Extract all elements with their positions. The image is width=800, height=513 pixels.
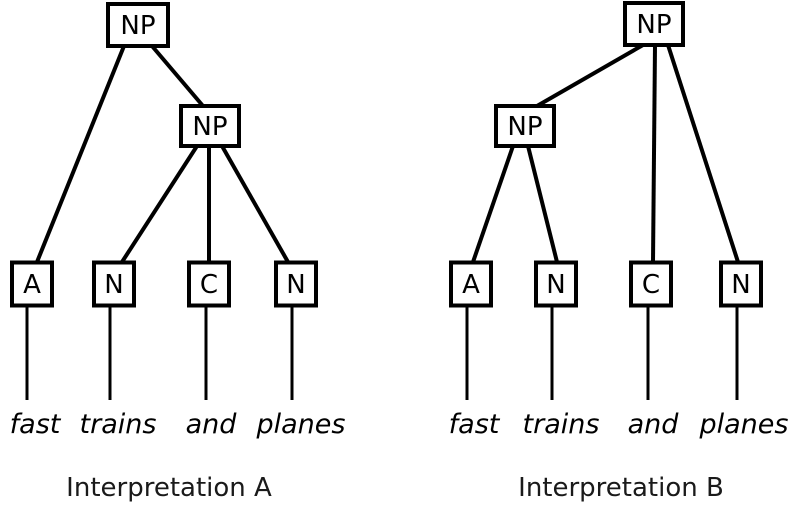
node-box-a-np-root [106,2,170,48]
node-box-a-pos-3 [187,260,231,308]
node-box-b-np-inner [494,104,556,148]
word-label-fast: fast [449,409,501,440]
branch-b-np-root-to-b-np-inner [536,43,644,108]
node-box-b-pos-4 [719,260,763,308]
node-box-b-pos-1 [449,260,493,308]
node-b-pos-4[interactable]: N [719,260,763,308]
node-label-b-pos-2: N [546,270,565,300]
word-label-fast: fast [10,409,62,440]
caption-interpretation-b: Interpretation B [518,473,724,503]
word-label-trains: trains [523,409,600,440]
node-label-a-pos-3: C [200,270,218,300]
word-label-and: and [186,409,238,440]
node-b-np-inner[interactable]: NP [494,104,556,148]
node-box-a-pos-1 [10,260,54,308]
node-box-a-pos-2 [92,260,136,308]
word-label-trains: trains [80,409,157,440]
node-a-pos-4[interactable]: N [274,260,318,308]
branch-a-np-inner-to-a-pos-2 [120,144,199,264]
node-a-pos-3[interactable]: C [187,260,231,308]
node-b-pos-2[interactable]: N [534,260,578,308]
branch-b-np-root-to-b-pos-3 [651,44,657,263]
node-label-a-np-root: NP [120,11,155,41]
node-a-np-inner[interactable]: NP [179,104,241,148]
node-box-a-np-inner [179,104,241,148]
node-b-pos-3[interactable]: C [629,260,673,308]
node-box-b-pos-3 [629,260,673,308]
node-label-b-pos-3: C [642,270,660,300]
node-label-b-np-root: NP [636,10,671,40]
branch-a-np-root-to-a-np-inner [150,44,205,108]
branch-b-np-inner-to-b-pos-2 [526,145,559,263]
node-box-b-pos-2 [534,260,578,308]
node-box-a-pos-4 [274,260,318,308]
node-b-pos-1[interactable]: A [449,260,493,308]
node-label-a-np-inner: NP [192,112,227,142]
node-a-pos-1[interactable]: A [10,260,54,308]
word-label-planes: planes [256,409,346,440]
node-box-b-np-root [623,1,685,47]
branch-b-np-inner-to-b-pos-1 [471,145,515,263]
caption-interpretation-a: Interpretation A [66,473,272,503]
branch-b-np-root-to-b-pos-4 [666,44,740,263]
branch-a-np-inner-to-a-pos-4 [220,145,290,263]
branch-a-np-root-to-a-pos-1 [35,45,126,263]
node-label-a-pos-2: N [104,270,123,300]
word-label-planes: planes [699,409,789,440]
node-label-b-np-inner: NP [507,112,542,142]
node-a-np-root[interactable]: NP [106,2,170,48]
node-label-a-pos-1: A [23,270,41,300]
node-label-b-pos-4: N [731,270,750,300]
node-a-pos-2[interactable]: N [92,260,136,308]
node-b-np-root[interactable]: NP [623,1,685,47]
word-label-and: and [628,409,680,440]
node-label-a-pos-4: N [286,270,305,300]
node-label-b-pos-1: A [462,270,480,300]
